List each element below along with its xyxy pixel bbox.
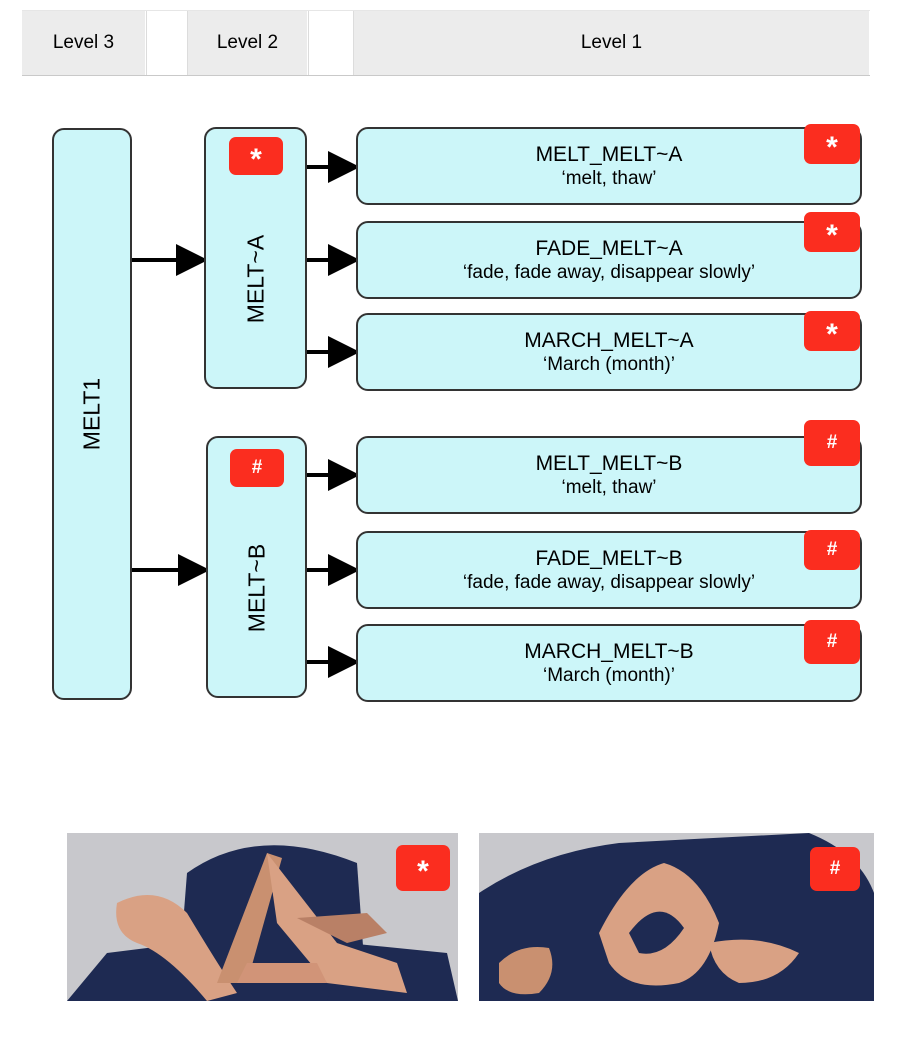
header-spacer [308,11,354,75]
sign-photo-a: * [67,833,458,1001]
leaf-gloss: MELT_MELT~B [535,452,683,475]
group-node-a: * MELT~A [204,127,307,389]
leaf-meaning: ‘melt, thaw’ [561,477,657,498]
root-node: MELT1 [52,128,132,700]
group-label-b: MELT~B [243,543,269,632]
leaf-gloss: MELT_MELT~A [535,143,683,166]
hash-badge: # [804,530,860,570]
leaf-gloss: FADE_MELT~A [535,237,683,260]
level-2-header: Level 2 [188,11,308,75]
asterisk-badge: * [804,212,860,252]
asterisk-badge: * [396,845,450,891]
leaf-node: MELT_MELT~B ‘melt, thaw’ [356,436,862,514]
leaf-meaning: ‘melt, thaw’ [561,168,657,189]
leaf-meaning: ‘March (month)’ [543,354,675,375]
leaf-gloss: MARCH_MELT~B [524,640,694,663]
leaf-gloss: FADE_MELT~B [535,547,683,570]
leaf-node: FADE_MELT~A ‘fade, fade away, disappear … [356,221,862,299]
group-node-b: # MELT~B [206,436,307,698]
leaf-node: MARCH_MELT~B ‘March (month)’ [356,624,862,702]
leaf-meaning: ‘fade, fade away, disappear slowly’ [462,572,756,593]
leaf-gloss: MARCH_MELT~A [524,329,694,352]
leaf-meaning: ‘March (month)’ [543,665,675,686]
connector-arrows [132,151,360,678]
sign-image-a [67,833,458,1001]
level-1-header: Level 1 [354,11,870,75]
asterisk-badge: * [229,137,283,176]
sign-photo-b: # [479,833,874,1001]
asterisk-badge: * [804,311,860,351]
leaf-node: MELT_MELT~A ‘melt, thaw’ [356,127,862,205]
hash-badge: # [804,620,860,664]
leaf-meaning: ‘fade, fade away, disappear slowly’ [462,262,756,283]
root-label: MELT1 [78,377,105,451]
header-spacer [146,11,188,75]
level-3-header: Level 3 [22,11,146,75]
hash-badge: # [810,847,860,891]
group-label-a: MELT~A [242,234,268,323]
sign-image-b [479,833,874,1001]
hash-badge: # [230,449,284,487]
leaf-node: FADE_MELT~B ‘fade, fade away, disappear … [356,531,862,609]
asterisk-badge: * [804,124,860,164]
leaf-node: MARCH_MELT~A ‘March (month)’ [356,313,862,391]
level-header: Level 3 Level 2 Level 1 [22,10,870,76]
hash-badge: # [804,420,860,466]
